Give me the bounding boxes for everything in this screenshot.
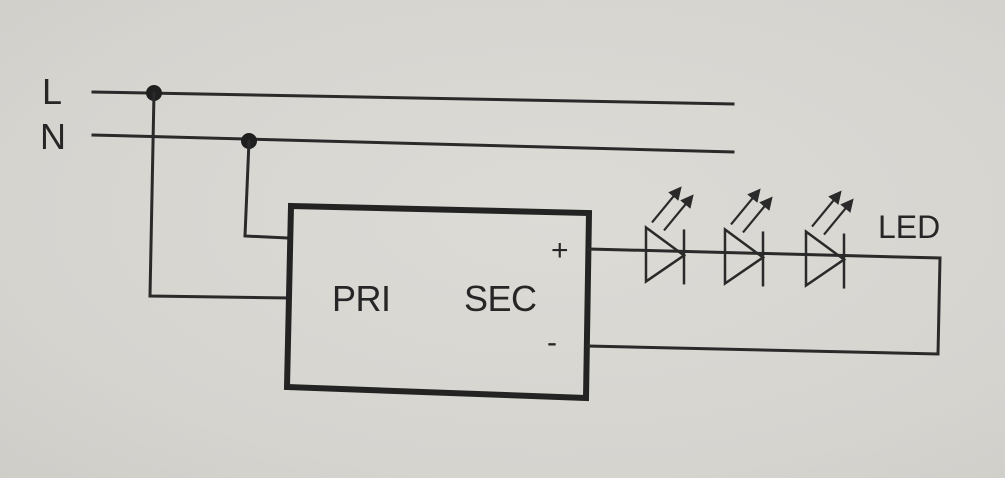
wire-negative bbox=[586, 256, 942, 356]
label-primary: PRI bbox=[332, 278, 391, 319]
led-emission-arrow-1 bbox=[651, 186, 682, 224]
led-group bbox=[644, 186, 854, 289]
led-2 bbox=[723, 188, 773, 287]
led-emission-arrow-2 bbox=[742, 196, 773, 234]
wire-positive bbox=[587, 247, 942, 260]
label-line: L bbox=[42, 71, 63, 112]
led-emission-arrow-2 bbox=[663, 194, 694, 232]
led-triangle bbox=[723, 227, 766, 286]
label-positive: + bbox=[551, 234, 569, 267]
led-emission-arrow-1 bbox=[730, 188, 761, 226]
wire-n-to-primary bbox=[243, 139, 291, 240]
driver-box bbox=[283, 202, 593, 402]
led-emission-arrow-2 bbox=[823, 198, 854, 236]
line-wire-n bbox=[91, 133, 735, 154]
wire-l-to-primary bbox=[148, 91, 291, 300]
label-led: LED bbox=[878, 209, 941, 245]
label-negative: - bbox=[547, 326, 557, 359]
led-triangle bbox=[804, 229, 847, 288]
label-secondary: SEC bbox=[464, 278, 537, 319]
led-3 bbox=[804, 190, 854, 289]
led-triangle bbox=[644, 224, 687, 284]
line-wire-l bbox=[91, 90, 735, 106]
led-emission-arrow-1 bbox=[811, 190, 842, 228]
led-1 bbox=[644, 186, 694, 285]
label-neutral: N bbox=[40, 116, 66, 157]
